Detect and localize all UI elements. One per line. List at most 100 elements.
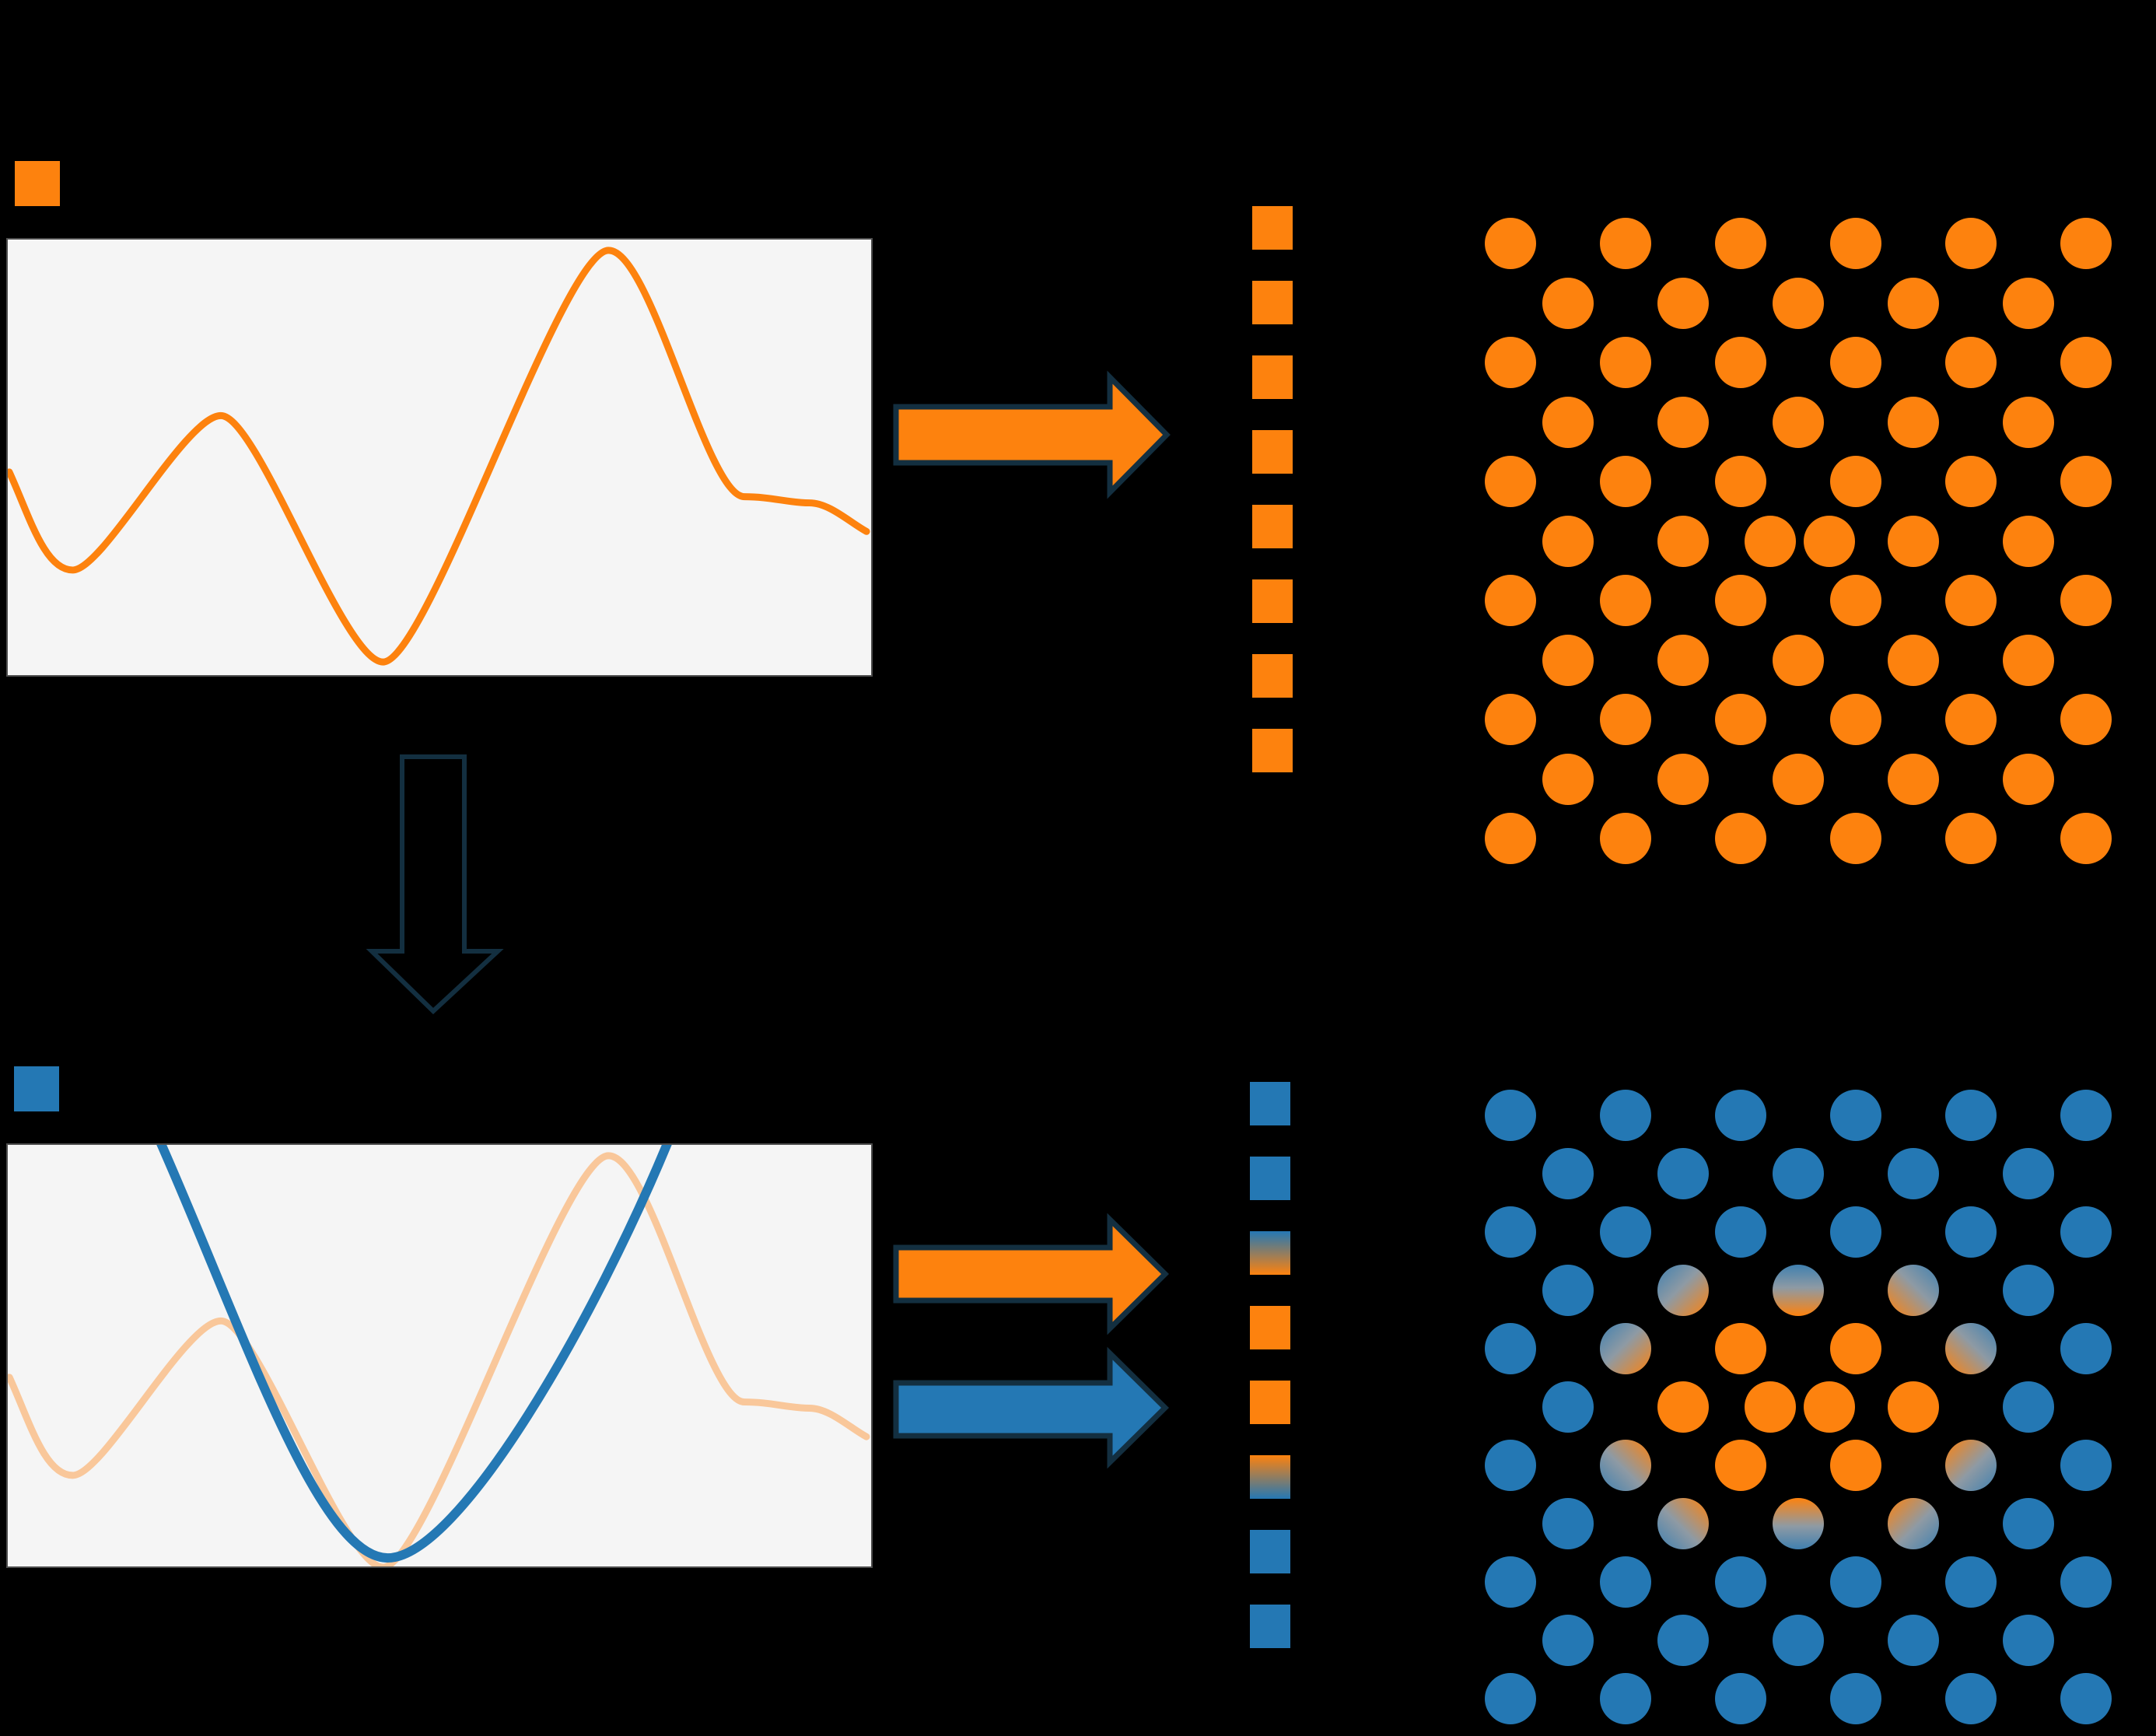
latent-dot xyxy=(2060,337,2112,388)
latent-dot xyxy=(1600,1090,1651,1141)
token-square xyxy=(1250,1381,1290,1424)
latent-dot xyxy=(1542,1615,1594,1666)
latent-dot xyxy=(1485,1323,1536,1374)
latent-dot xyxy=(1773,1265,1824,1316)
latent-dot xyxy=(1542,1148,1594,1199)
latent-dot xyxy=(1773,397,1824,448)
token-square xyxy=(1250,1455,1290,1499)
latent-dot xyxy=(1600,1440,1651,1491)
latent-dot xyxy=(1600,1323,1651,1374)
latent-dot xyxy=(2060,1206,2112,1258)
latent-dot xyxy=(1600,218,1651,269)
latent-dot xyxy=(1542,278,1594,329)
latent-dot xyxy=(1830,1206,1881,1258)
latent-dot xyxy=(1485,1206,1536,1258)
latent-dot xyxy=(1888,516,1939,567)
latent-dot xyxy=(1600,337,1651,388)
latent-dot xyxy=(2060,218,2112,269)
latent-dot xyxy=(1657,1615,1709,1666)
latent-dot xyxy=(2060,575,2112,626)
latent-dot xyxy=(1657,1265,1709,1316)
token-square xyxy=(1252,729,1293,772)
latent-dot xyxy=(2003,1265,2054,1316)
latent-dot xyxy=(1542,635,1594,686)
encode-arrow-bottom-blue-icon xyxy=(893,1346,1169,1469)
original-signal-panel xyxy=(6,238,873,677)
latent-dot xyxy=(1715,337,1766,388)
latent-dot xyxy=(1715,575,1766,626)
token-square xyxy=(1252,281,1293,324)
latent-dot xyxy=(1715,694,1766,745)
token-square xyxy=(1250,1157,1290,1200)
token-square xyxy=(1252,206,1293,250)
latent-dot xyxy=(1945,1206,1997,1258)
latent-dot xyxy=(1945,575,1997,626)
latent-dot xyxy=(1657,516,1709,567)
token-square xyxy=(1252,579,1293,623)
latent-dot xyxy=(1657,1381,1709,1433)
latent-dot xyxy=(2060,1323,2112,1374)
latent-dot xyxy=(2003,278,2054,329)
blue-signal-curve xyxy=(156,1145,672,1563)
token-square xyxy=(1252,505,1293,548)
latent-dot xyxy=(1773,278,1824,329)
latent-dot xyxy=(1715,813,1766,864)
latent-dot xyxy=(2060,1556,2112,1608)
orange-signal-curve xyxy=(8,247,870,666)
latent-dot xyxy=(1830,1556,1881,1608)
latent-dot xyxy=(1830,1673,1881,1724)
latent-dot xyxy=(1830,1440,1881,1491)
latent-dot xyxy=(1888,278,1939,329)
latent-dot xyxy=(2060,694,2112,745)
latent-dot xyxy=(2060,1440,2112,1491)
token-square xyxy=(1250,1530,1290,1573)
latent-dot xyxy=(1600,1673,1651,1724)
latent-dot xyxy=(1657,278,1709,329)
latent-dot xyxy=(1657,754,1709,805)
latent-dot xyxy=(1657,397,1709,448)
latent-dot xyxy=(1715,1673,1766,1724)
latent-dot xyxy=(1715,1323,1766,1374)
latent-dot xyxy=(1600,575,1651,626)
orange-signal-legend-swatch xyxy=(15,161,60,206)
latent-dot xyxy=(1542,516,1594,567)
latent-dot xyxy=(2060,456,2112,507)
latent-dot xyxy=(1888,1381,1939,1433)
token-square xyxy=(1250,1306,1290,1349)
modified-signal-curve-svg xyxy=(8,1145,870,1566)
latent-dot xyxy=(1945,337,1997,388)
encode-arrow-bottom-orange-icon xyxy=(893,1213,1169,1335)
latent-dot xyxy=(1804,516,1855,567)
latent-dot xyxy=(1485,218,1536,269)
latent-dot xyxy=(1945,218,1997,269)
latent-dot xyxy=(1715,1090,1766,1141)
latent-dot xyxy=(2003,1148,2054,1199)
latent-dot xyxy=(1485,575,1536,626)
latent-dot xyxy=(1830,218,1881,269)
token-square xyxy=(1250,1231,1290,1275)
token-square xyxy=(1250,1605,1290,1648)
latent-dot xyxy=(1945,1090,1997,1141)
latent-dot xyxy=(1773,1498,1824,1549)
latent-dot xyxy=(1715,456,1766,507)
latent-dot xyxy=(1542,1498,1594,1549)
latent-dot xyxy=(1485,1440,1536,1491)
latent-dot xyxy=(1888,754,1939,805)
latent-dot xyxy=(1485,1556,1536,1608)
latent-dot xyxy=(1830,1323,1881,1374)
latent-dot xyxy=(1888,1615,1939,1666)
latent-dot xyxy=(1945,694,1997,745)
token-square xyxy=(1252,430,1293,474)
latent-dot xyxy=(1945,1556,1997,1608)
latent-dot xyxy=(1745,516,1796,567)
latent-dot xyxy=(1657,1498,1709,1549)
latent-dot xyxy=(2003,1381,2054,1433)
latent-dot xyxy=(1830,456,1881,507)
token-square xyxy=(1252,654,1293,698)
latent-dot xyxy=(2060,1673,2112,1724)
latent-dot xyxy=(2003,754,2054,805)
latent-dot xyxy=(2003,635,2054,686)
latent-dot xyxy=(1888,1148,1939,1199)
